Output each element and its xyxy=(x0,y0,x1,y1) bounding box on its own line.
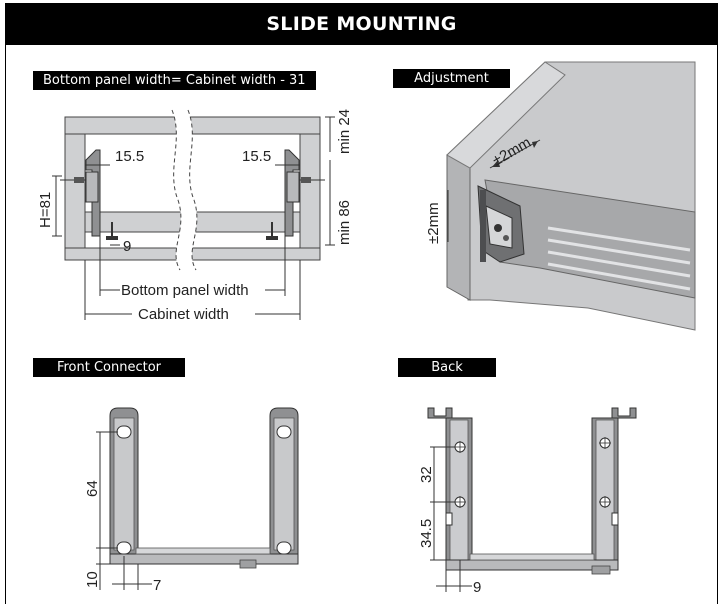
back-base-lip xyxy=(469,553,595,561)
break-line-left xyxy=(171,109,182,271)
adjustment-label: Adjustment xyxy=(393,69,510,88)
break-line-right xyxy=(187,109,198,271)
arrow-head-icon xyxy=(492,160,500,167)
back-slot-right-icon xyxy=(611,512,619,526)
dim-gap: 9 xyxy=(123,238,131,255)
dim-height: H=81 xyxy=(37,192,54,228)
front-slot-right-bottom-icon xyxy=(276,541,292,555)
dim-adjust-vertical: ±2mm xyxy=(425,202,442,244)
front-dimension-lines xyxy=(96,431,152,590)
bottom-panel-label: Bottom panel width= Cabinet width - 31 xyxy=(33,71,316,90)
dimension-lines xyxy=(52,116,335,320)
back-slot-left-icon xyxy=(445,512,453,526)
dim-back-upper: 32 xyxy=(418,466,435,483)
bracket-edge xyxy=(480,190,486,262)
page-title: SLIDE MOUNTING xyxy=(266,13,457,35)
front-panel-top xyxy=(446,61,566,169)
right-runner xyxy=(284,149,325,237)
front-slot-right-top-icon xyxy=(276,425,292,439)
dim-bottom-panel-width: Bottom panel width xyxy=(121,282,249,299)
back-dimension-lines xyxy=(430,446,472,592)
dim-back-lower: 34.5 xyxy=(418,519,435,548)
front-connector-label: Front Connector xyxy=(33,358,185,377)
dim-cabinet-width: Cabinet width xyxy=(138,306,229,323)
dim-back-offset: 9 xyxy=(473,579,481,596)
dim-left-offset: 15.5 xyxy=(115,148,144,165)
adjust-screw-icon xyxy=(494,224,502,232)
dim-side-min: min 86 xyxy=(336,200,353,245)
dim-right-offset: 15.5 xyxy=(242,148,271,165)
screw-left xyxy=(106,222,118,240)
title-bar: SLIDE MOUNTING xyxy=(6,3,717,45)
break-gap xyxy=(172,110,197,270)
page-frame: SLIDE MOUNTING xyxy=(5,3,718,604)
back-left-hook xyxy=(427,407,453,419)
arrow-head-icon xyxy=(532,141,538,148)
back-label: Back xyxy=(398,358,496,377)
dim-front-spacing: 64 xyxy=(84,480,101,497)
front-right-arm-face xyxy=(273,417,295,551)
dim-front-offset: 7 xyxy=(153,577,161,594)
runner-grooves xyxy=(547,226,691,291)
dim-front-bottom: 10 xyxy=(84,571,101,588)
screw-right xyxy=(266,222,278,240)
back-hole-crosshairs xyxy=(454,437,611,508)
back-base-tab xyxy=(591,565,611,575)
left-runner xyxy=(60,149,101,237)
front-base-tab xyxy=(239,559,257,569)
back-right-hook xyxy=(611,407,637,419)
front-base-lip xyxy=(135,547,271,555)
dim-top-min: min 24 xyxy=(336,109,353,154)
front-left-arm-face xyxy=(113,417,135,551)
adjust-screw-secondary-icon xyxy=(503,235,509,241)
